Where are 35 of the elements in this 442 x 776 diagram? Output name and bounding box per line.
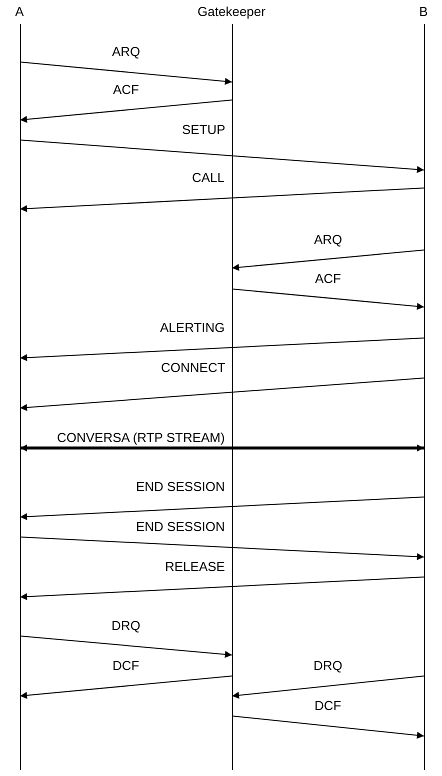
message-label: SETUP xyxy=(181,122,226,137)
message-arrow xyxy=(20,378,424,411)
message-arrow xyxy=(20,338,424,362)
message-label: ACF xyxy=(314,271,342,286)
message-label: END SESSION xyxy=(135,519,226,534)
message-arrow xyxy=(232,288,424,310)
participant-name: Gatekeeper xyxy=(198,4,266,20)
message-arrow xyxy=(232,250,424,271)
message-arrow xyxy=(20,140,424,173)
message-arrow xyxy=(20,188,424,212)
message-arrow xyxy=(20,444,424,452)
message-label: DCF xyxy=(112,658,140,673)
message-arrow xyxy=(232,716,424,739)
message-label: RELEASE xyxy=(164,559,226,574)
message-label: DRQ xyxy=(312,658,344,673)
message-arrow xyxy=(20,636,232,658)
message-arrow xyxy=(20,576,424,600)
message-label: DCF xyxy=(314,698,342,713)
message-label: END SESSION xyxy=(135,479,226,494)
message-arrow xyxy=(20,62,232,85)
message-label: ARQ xyxy=(111,44,142,59)
message-label: CONVERSA (RTP STREAM) xyxy=(56,430,226,445)
participant-name: B xyxy=(419,4,428,20)
message-label: ALERTING xyxy=(159,320,226,335)
message-arrow xyxy=(20,100,232,123)
message-label: CALL xyxy=(191,170,226,185)
message-label: CONNECT xyxy=(160,360,226,375)
participant-name: A xyxy=(15,4,24,20)
message-arrow xyxy=(20,536,424,560)
message-label: ACF xyxy=(112,82,140,97)
message-label: DRQ xyxy=(110,618,142,633)
message-arrow xyxy=(20,496,424,520)
message-label: ARQ xyxy=(313,232,344,247)
message-arrow xyxy=(232,676,424,699)
message-arrow xyxy=(20,676,232,699)
